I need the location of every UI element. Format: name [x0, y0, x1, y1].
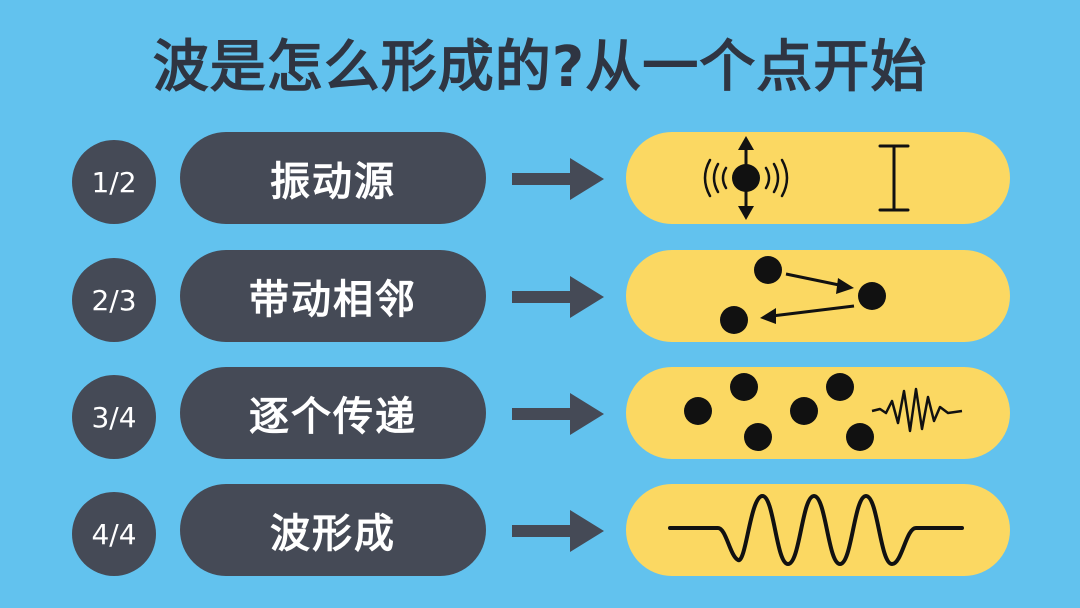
step-label: 振动源 [180, 132, 486, 224]
amplitude-marker-icon [878, 144, 910, 212]
right-arrow-icon [512, 393, 604, 435]
step-label: 逐个传递 [180, 367, 486, 459]
right-arrow-icon [512, 510, 604, 552]
step-row-4: 4/4 波形成 [0, 484, 1080, 579]
step-number-badge: 3/4 [72, 375, 156, 459]
step-label: 带动相邻 [180, 250, 486, 342]
right-arrow-icon [512, 276, 604, 318]
step-number-badge: 4/4 [72, 492, 156, 576]
small-wave-icon [871, 387, 963, 433]
sine-wave-icon [668, 494, 964, 566]
page-title: 波是怎么形成的?从一个点开始 [152, 35, 928, 100]
illustration-sequential-transfer [626, 367, 1010, 459]
step-row-2: 2/3 带动相邻 [0, 250, 1080, 345]
particle-chain-icon [684, 373, 874, 451]
step-row-3: 3/4 逐个传递 [0, 367, 1080, 462]
step-label: 波形成 [180, 484, 486, 576]
illustration-vibration-source [626, 132, 1010, 224]
right-arrow-icon [512, 158, 604, 200]
illustration-wave-formed [626, 484, 1010, 576]
illustration-adjacent-drive [626, 250, 1010, 342]
step-row-1: 1/2 振动源 [0, 132, 1080, 227]
particle-exchange-icon [720, 256, 886, 334]
step-number-badge: 2/3 [72, 258, 156, 342]
step-number-badge: 1/2 [72, 140, 156, 224]
